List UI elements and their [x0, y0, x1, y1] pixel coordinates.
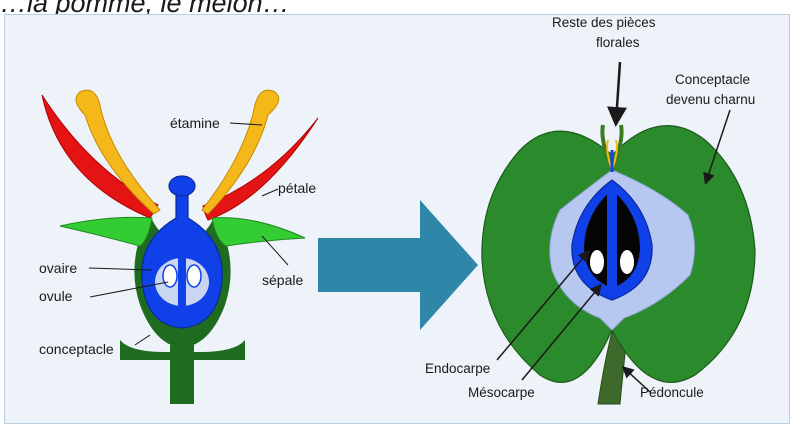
label-ovule: ovule [39, 288, 73, 304]
label-conceptacle-line1: Conceptacle [675, 72, 750, 87]
label-ovaire: ovaire [39, 260, 77, 276]
leader-petale [262, 189, 278, 196]
ovule-right [187, 265, 201, 287]
label-pedoncule: Pédoncule [640, 385, 704, 400]
leader-reste [616, 62, 620, 122]
fruit-diagram: Reste des pièces florales Conceptacle de… [425, 15, 755, 404]
ovule-left [163, 265, 177, 287]
label-conceptacle: conceptacle [39, 341, 114, 357]
ovary-septum [178, 258, 186, 306]
flower-diagram: étamine pétale ovaire ovule sépale conce… [39, 90, 318, 404]
seed-left [590, 250, 604, 274]
left-sepal [60, 217, 152, 246]
label-reste-line2: florales [596, 35, 640, 50]
label-sepale: sépale [262, 272, 303, 288]
transformation-arrow [318, 200, 478, 330]
right-sepal [212, 218, 305, 246]
label-etamine: étamine [170, 115, 220, 131]
fruit-septum [607, 190, 617, 288]
label-endocarpe: Endocarpe [425, 361, 490, 376]
label-conceptacle-line2: devenu charnu [666, 92, 755, 107]
label-reste-line1: Reste des pièces [552, 15, 656, 30]
stigma [169, 176, 195, 196]
label-petale: pétale [278, 180, 316, 196]
seed-right [620, 250, 634, 274]
leader-conceptacle [135, 335, 150, 345]
label-mesocarpe: Mésocarpe [468, 385, 535, 400]
